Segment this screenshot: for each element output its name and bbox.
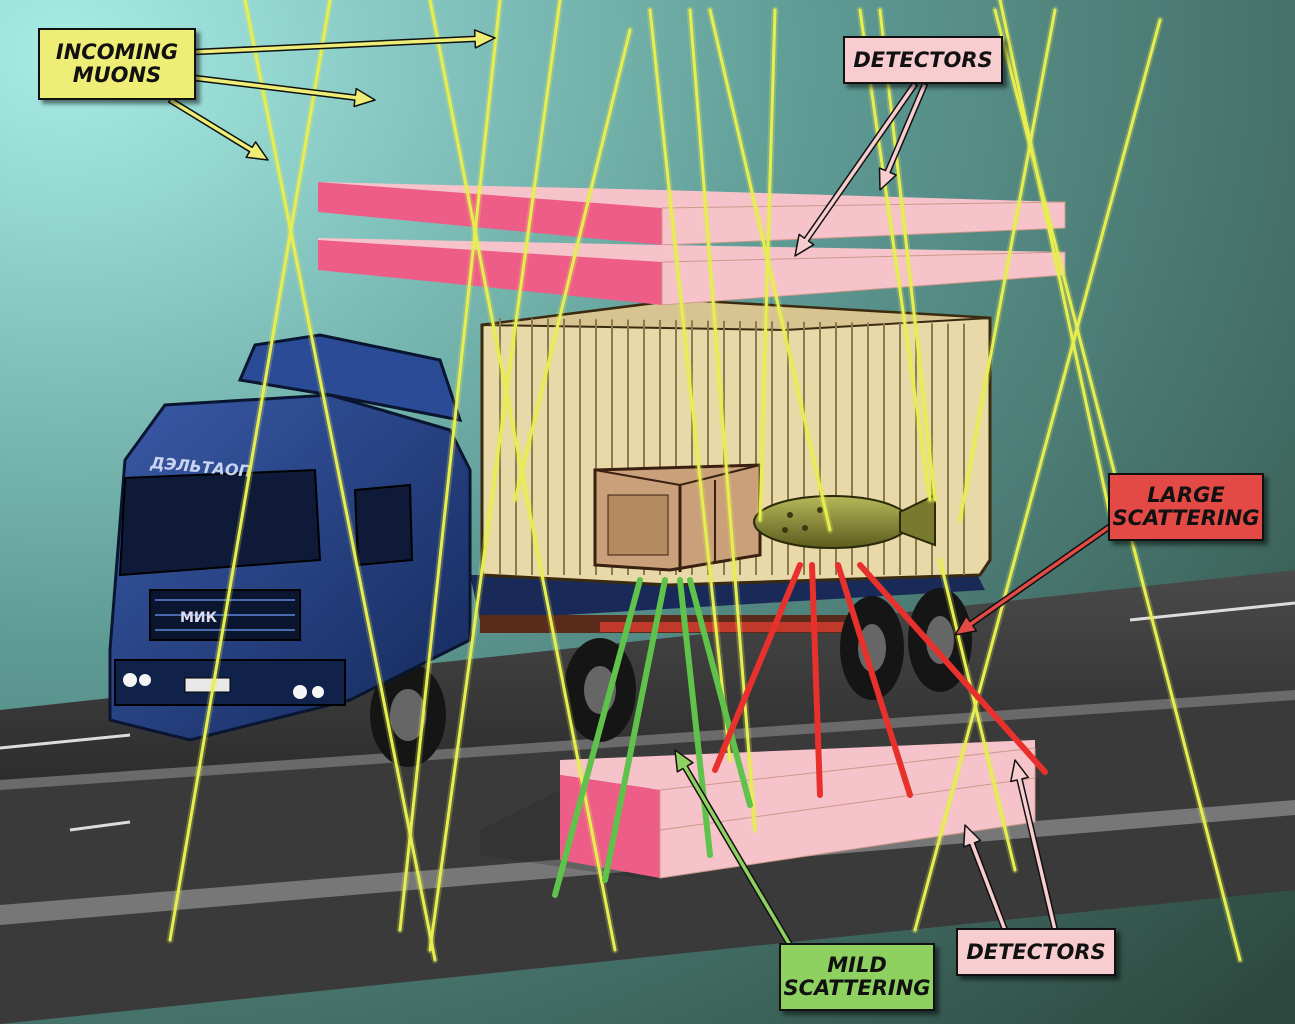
large-scattering-tracks: [712, 562, 1048, 798]
detectors-bottom-text: DETECTORS: [966, 939, 1106, 964]
annotation-arrows: [167, 29, 1115, 948]
large-scatter-track: [835, 562, 913, 798]
muon-track: [648, 8, 732, 762]
headlight-right: [293, 685, 307, 699]
lane-marking: [69, 820, 131, 832]
grille-logo: МИК: [180, 610, 218, 626]
mild-scatter-track: [687, 577, 753, 808]
truck-cab: ДЭЛЬТАОП МИК: [108, 333, 472, 742]
mild-scatter-track: [677, 577, 713, 858]
muons-arrow-2: [193, 74, 376, 108]
large-arrow: [954, 522, 1115, 636]
incoming-muons-line-1: INCOMING: [55, 40, 179, 64]
muon-track: [398, 0, 502, 932]
wooden-crate: [593, 463, 762, 572]
large-scatter-track: [712, 562, 803, 773]
muon-track: [913, 18, 1162, 932]
detectors-top-text: DETECTORS: [853, 47, 993, 72]
large-scattering-line-1: LARGE: [1147, 483, 1225, 507]
mild-scattering-tracks: [552, 577, 753, 898]
muon-track: [708, 8, 832, 532]
incoming-muons-line-2: MUONS: [72, 63, 162, 87]
windshield: [118, 468, 322, 577]
cab-roof-fairing: [237, 333, 463, 422]
det-bot-arrow-2: [1010, 759, 1059, 932]
muon-track: [998, 0, 1112, 517]
mild-scatter-track: [602, 577, 668, 883]
detectors-top-label: DETECTORS: [843, 36, 1003, 84]
muon-track: [168, 0, 332, 942]
det-top-arrow-2: [794, 81, 918, 257]
muons-arrow-1: [194, 29, 496, 56]
muons-arrow-3: [167, 97, 269, 161]
mild-arrow: [674, 749, 793, 948]
mild-scatter-track: [552, 577, 643, 898]
mild-scattering-label: MILD SCATTERING: [779, 943, 935, 1011]
large-scatter-track: [857, 562, 1048, 775]
top-detector-plate-2: [318, 238, 1066, 306]
large-scattering-label: LARGE SCATTERING: [1108, 473, 1264, 541]
det-top-arrow-1: [878, 82, 929, 191]
large-scatter-track: [809, 562, 823, 798]
side-window: [353, 483, 414, 567]
bomb-object: [753, 493, 936, 549]
headlight-left: [123, 673, 137, 687]
bomb-fins: [899, 493, 936, 547]
large-scattering-line-2: SCATTERING: [1112, 506, 1260, 530]
muon-track: [758, 8, 777, 522]
incoming-muons-label: INCOMING MUONS: [38, 28, 196, 100]
lane-marking: [1129, 601, 1295, 622]
muon-track: [878, 8, 937, 502]
lane-marking: [0, 733, 131, 750]
muon-track: [958, 8, 1057, 522]
mild-scattering-line-2: SCATTERING: [783, 976, 931, 1000]
det-bot-arrow-1: [962, 824, 1009, 932]
mild-scattering-line-1: MILD: [827, 953, 887, 977]
muon-track: [428, 0, 562, 952]
muon-track: [513, 28, 632, 502]
incoming-muon-tracks: [166, 0, 1244, 964]
detectors-bottom-label: DETECTORS: [956, 928, 1116, 976]
muon-track: [938, 558, 1017, 872]
muon-track: [858, 8, 932, 502]
muon-track: [243, 0, 437, 962]
license-plate: [184, 677, 231, 693]
